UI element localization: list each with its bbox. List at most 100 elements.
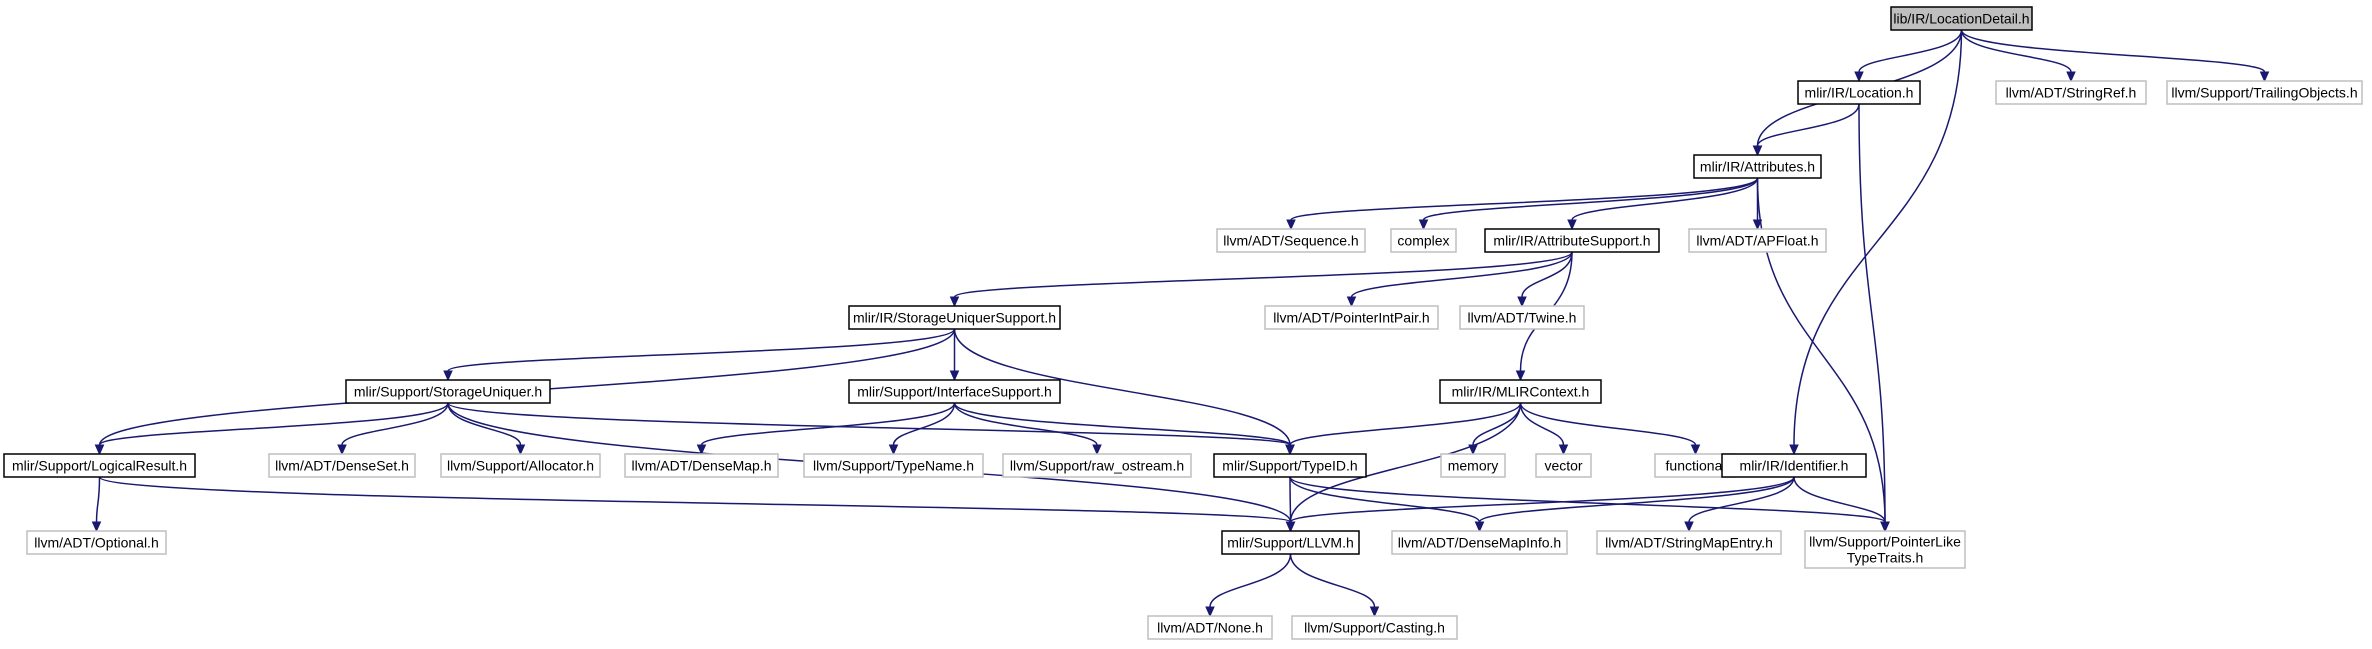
edge-attributes-to-complex — [1418, 177, 1759, 231]
node-box — [345, 379, 551, 404]
node-suniqsupport[interactable]: mlir/IR/StorageUniquerSupport.h — [848, 305, 1061, 330]
node-apfloat: llvm/ADT/APFloat.h — [1688, 228, 1827, 253]
edge-suniquer-to-denseset — [337, 402, 449, 456]
node-box — [1890, 6, 2033, 31]
node-label: llvm/ADT/None.h — [1157, 620, 1263, 636]
edge-attrsupport-to-ptrintpair — [1346, 251, 1573, 308]
node-ifacesupport[interactable]: mlir/Support/InterfaceSupport.h — [848, 379, 1061, 404]
node-attrsupport[interactable]: mlir/IR/AttributeSupport.h — [1484, 228, 1660, 253]
edge-ifacesupport-to-typename — [888, 402, 956, 456]
edge-mlircontext-to-typeid — [1285, 402, 1522, 456]
node-label: complex — [1397, 233, 1449, 249]
edge-identifier-to-ptrliketraits — [1793, 476, 1890, 533]
node-attributes[interactable]: mlir/IR/Attributes.h — [1693, 154, 1822, 179]
node-box — [1693, 154, 1822, 179]
node-complex: complex — [1390, 228, 1457, 253]
node-box — [1484, 228, 1660, 253]
node-box — [1391, 530, 1568, 555]
nodes-layer: lib/IR/LocationDetail.h mlir/IR/Location.… — [3, 6, 2363, 640]
node-logicalresult[interactable]: mlir/Support/LogicalResult.h — [3, 453, 196, 478]
node-box — [1535, 453, 1592, 478]
edge-suniquer-to-typeid — [447, 402, 1295, 456]
edge-ifacesupport-to-rawostream — [953, 402, 1102, 456]
edge-suniqsupport-to-suniquer — [443, 328, 956, 382]
edge-ifacesupport-to-typeid — [953, 402, 1295, 456]
edge-root-to-stringref — [1960, 29, 2076, 83]
node-box — [1688, 228, 1827, 253]
node-label: llvm/ADT/Optional.h — [34, 535, 158, 551]
node-label: llvm/ADT/DenseMapInfo.h — [1398, 535, 1561, 551]
node-box — [1797, 80, 1921, 105]
edge-identifier-to-densemapinfo — [1474, 476, 1795, 533]
node-label: vector — [1544, 458, 1582, 474]
node-label: TypeTraits.h — [1847, 550, 1924, 566]
edge-llvmh-to-none — [1205, 553, 1292, 618]
node-memory: memory — [1440, 453, 1506, 478]
node-box — [1995, 80, 2147, 105]
node-label: llvm/Support/Allocator.h — [447, 458, 594, 474]
node-root[interactable]: lib/IR/LocationDetail.h — [1890, 6, 2033, 31]
node-label: llvm/Support/TrailingObjects.h — [2171, 85, 2357, 101]
node-densemap: llvm/ADT/DenseMap.h — [624, 453, 779, 478]
node-label: llvm/ADT/APFloat.h — [1696, 233, 1818, 249]
node-label: functional — [1666, 458, 1726, 474]
edge-attributes-to-sequence — [1286, 177, 1759, 231]
node-label: llvm/Support/Casting.h — [1304, 620, 1445, 636]
node-label: mlir/Support/InterfaceSupport.h — [857, 384, 1052, 400]
node-typeid[interactable]: mlir/Support/TypeID.h — [1213, 453, 1367, 478]
node-llvmh[interactable]: mlir/Support/LLVM.h — [1221, 530, 1360, 555]
node-identifier[interactable]: mlir/IR/Identifier.h — [1721, 453, 1867, 478]
edge-typeid-to-densemapinfo — [1289, 476, 1485, 533]
node-box — [803, 453, 984, 478]
edge-mlircontext-to-memory — [1468, 402, 1522, 456]
node-sequence: llvm/ADT/Sequence.h — [1216, 228, 1366, 253]
node-label: mlir/Support/LLVM.h — [1227, 535, 1354, 551]
node-label: llvm/ADT/Sequence.h — [1223, 233, 1358, 249]
edge-attrsupport-to-twine — [1517, 251, 1573, 308]
edge-suniqsupport-to-ifacesupport — [949, 328, 960, 382]
node-suniquer[interactable]: mlir/Support/StorageUniquer.h — [345, 379, 551, 404]
node-label: llvm/ADT/StringMapEntry.h — [1605, 535, 1773, 551]
edge-location-to-attributes — [1752, 103, 1860, 157]
edge-root-to-trailing — [1960, 29, 2270, 83]
node-twine: llvm/ADT/Twine.h — [1459, 305, 1585, 330]
node-label: llvm/ADT/DenseSet.h — [275, 458, 409, 474]
node-box — [1213, 453, 1367, 478]
node-box — [1291, 615, 1458, 640]
node-denseset: llvm/ADT/DenseSet.h — [268, 453, 416, 478]
node-trailing: llvm/Support/TrailingObjects.h — [2166, 80, 2363, 105]
node-location[interactable]: mlir/IR/Location.h — [1797, 80, 1921, 105]
node-box — [2166, 80, 2363, 105]
edge-llvmh-to-casting — [1289, 553, 1380, 618]
node-ptrintpair: llvm/ADT/PointerIntPair.h — [1264, 305, 1439, 330]
edge-ifacesupport-to-densemap — [696, 402, 956, 456]
node-box — [1459, 305, 1585, 330]
node-densemapinfo: llvm/ADT/DenseMapInfo.h — [1391, 530, 1568, 555]
node-box — [1216, 228, 1366, 253]
edge-root-to-identifier — [1789, 29, 1963, 456]
edges-layer — [91, 29, 2270, 618]
node-casting: llvm/Support/Casting.h — [1291, 615, 1458, 640]
node-box — [3, 453, 196, 478]
node-label: llvm/Support/TypeName.h — [813, 458, 974, 474]
node-mlircontext[interactable]: mlir/IR/MLIRContext.h — [1439, 379, 1602, 404]
node-box — [1390, 228, 1457, 253]
node-label: llvm/ADT/PointerIntPair.h — [1273, 310, 1429, 326]
node-label: mlir/IR/AttributeSupport.h — [1493, 233, 1650, 249]
edge-typeid-to-ptrliketraits — [1289, 476, 1890, 533]
node-label: mlir/IR/Attributes.h — [1700, 159, 1815, 175]
node-label: llvm/ADT/Twine.h — [1468, 310, 1577, 326]
node-functional: functional — [1654, 453, 1737, 478]
node-label: mlir/Support/StorageUniquer.h — [354, 384, 542, 400]
node-box — [1721, 453, 1867, 478]
edge-mlircontext-to-functional — [1519, 402, 1701, 456]
edge-logicalresult-to-optional — [91, 476, 102, 533]
node-label: llvm/ADT/StringRef.h — [2006, 85, 2137, 101]
node-allocator: llvm/Support/Allocator.h — [440, 453, 601, 478]
edge-identifier-to-stringmapentry — [1684, 476, 1795, 533]
node-box — [1002, 453, 1192, 478]
node-label: llvm/Support/PointerLike — [1809, 534, 1961, 550]
node-label: mlir/IR/Location.h — [1805, 85, 1914, 101]
node-box — [268, 453, 416, 478]
